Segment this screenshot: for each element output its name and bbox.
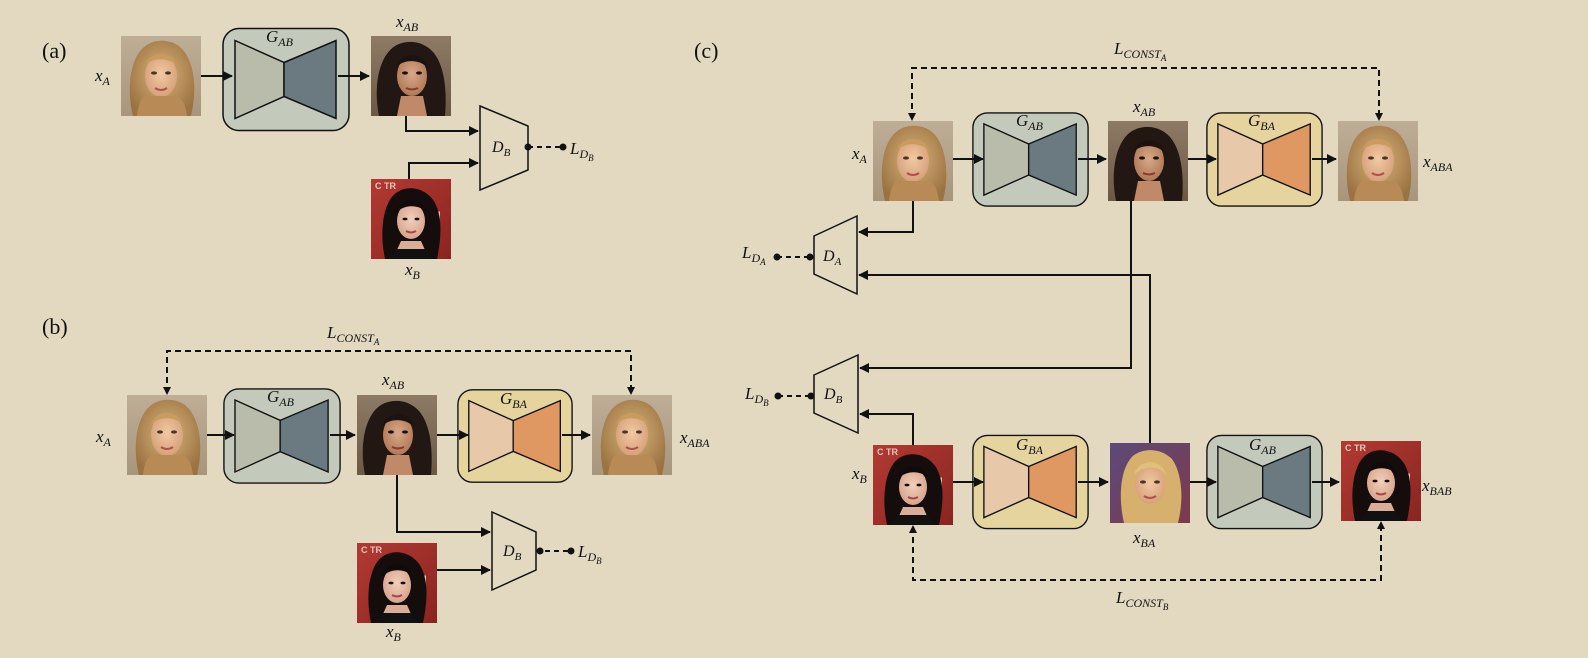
discriminator-DB	[813, 353, 859, 435]
discriminator-DA	[813, 214, 858, 296]
label-GBA: GBA	[1016, 435, 1044, 457]
image-xABA	[1338, 121, 1418, 201]
image-xB	[371, 179, 451, 259]
label-DA: DA	[822, 248, 842, 268]
panel-c-label: (c)	[694, 38, 718, 63]
label-xB: xB	[404, 260, 421, 282]
label-xAB: xAB	[395, 12, 419, 34]
label-DB: DB	[502, 543, 522, 563]
label-xBAB: xBAB	[1421, 476, 1452, 498]
label-LconstA: LCONSTA	[1113, 39, 1167, 63]
image-xA	[121, 36, 201, 116]
loss-const-B-path	[912, 523, 1382, 581]
panel-a-label: (a)	[42, 38, 66, 63]
label-xBA: xBA	[1132, 528, 1156, 550]
label-LDB: LDB	[744, 384, 769, 408]
loss-const-A-path	[166, 350, 632, 393]
label-xA: xA	[851, 144, 868, 166]
image-xBA	[1110, 443, 1190, 523]
image-xB	[873, 445, 953, 525]
discriminator-DB	[479, 104, 529, 192]
label-GAB: GAB	[1249, 435, 1277, 457]
label-xA: xA	[95, 427, 112, 449]
label-xA: xA	[94, 66, 111, 88]
label-xABA: xABA	[1422, 152, 1453, 174]
label-xAB: xAB	[1132, 97, 1156, 119]
image-xA	[873, 121, 953, 201]
label-GAB: GAB	[267, 387, 295, 409]
image-xB	[357, 543, 437, 623]
label-LDB: LDB	[569, 139, 594, 163]
image-xABA	[592, 395, 672, 475]
panel-a: (a) xA GAB xAB DB LDB xB	[42, 12, 594, 282]
label-LDB: LDB	[577, 542, 602, 566]
panel-c: (c)	[694, 38, 1453, 612]
label-LDA: LDA	[741, 243, 766, 267]
label-xAB: xAB	[381, 370, 405, 392]
label-GAB: GAB	[266, 27, 294, 49]
label-LconstB: LCONSTB	[1115, 588, 1169, 612]
panel-b: (b) LCONSTA xA GAB xAB GBA xABA DB LDB x…	[42, 314, 710, 644]
label-GBA: GBA	[500, 389, 528, 411]
label-xB: xB	[385, 622, 402, 644]
label-xABA: xABA	[679, 428, 710, 450]
label-DB: DB	[491, 139, 511, 159]
label-GAB: GAB	[1016, 111, 1044, 133]
label-LconstA: LCONSTA	[326, 323, 380, 347]
label-DB: DB	[823, 386, 843, 406]
image-xA	[127, 395, 207, 475]
discriminator-DB	[491, 510, 537, 592]
label-GBA: GBA	[1248, 111, 1276, 133]
image-xAB	[1108, 121, 1188, 201]
image-xAB	[371, 36, 451, 116]
loss-const-A-path	[911, 67, 1380, 119]
label-xB: xB	[851, 464, 868, 486]
image-xAB	[357, 395, 437, 475]
panel-b-label: (b)	[42, 314, 68, 339]
image-xBAB	[1341, 441, 1421, 521]
